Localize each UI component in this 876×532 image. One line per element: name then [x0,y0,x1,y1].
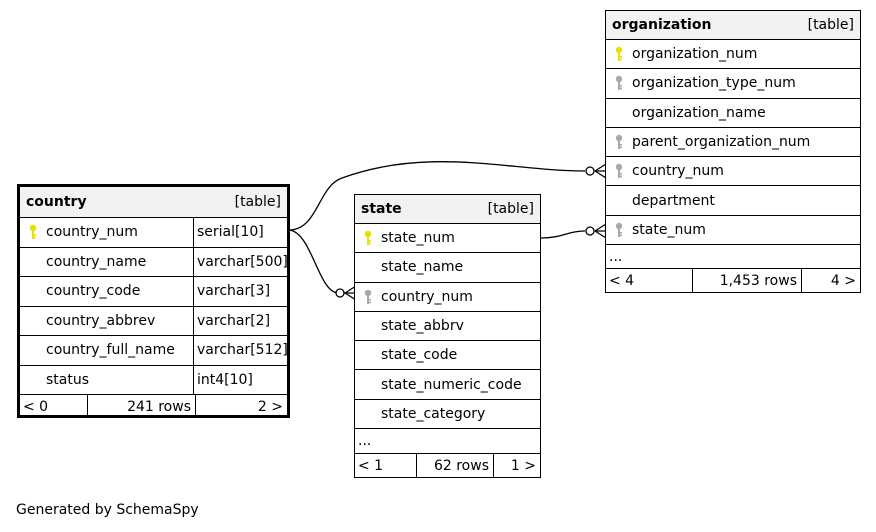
table-header: state [table] [355,195,540,224]
row-count: 241 rows [88,395,196,418]
more-columns[interactable]: ... [606,245,860,270]
row-count: 62 rows [417,454,494,478]
column-name[interactable]: country_abbrev [46,312,156,329]
link-country-organization-crowsfoot [594,163,607,179]
table-footer: < 1 62 rows 1 > [355,454,540,478]
column-name[interactable]: state_category [381,405,486,422]
column-name[interactable]: parent_organization_num [632,134,811,151]
column-type: varchar[512] [193,336,288,365]
column-name[interactable]: organization_num [632,46,758,63]
column-row[interactable]: status int4[10] [20,365,287,395]
column-row[interactable]: country_full_name varchar[512] [20,336,288,366]
column-type: int4[10] [193,365,287,394]
column-name[interactable]: state_code [381,347,458,364]
column-row[interactable]: parent_organization_num [606,128,860,158]
primary-key-icon [364,230,372,246]
column-name[interactable]: country_code [46,283,141,300]
parents-count[interactable]: < 4 [606,269,693,293]
column-name[interactable]: state_num [632,221,706,238]
foreign-key-icon [615,134,623,150]
more-columns[interactable]: ... [355,429,540,455]
column-row[interactable]: country_name varchar[500] [20,247,288,277]
parents-count[interactable]: < 0 [20,395,88,418]
children-count[interactable]: 4 > [830,272,856,289]
column-row[interactable]: state_num [606,216,860,246]
table-kind: [table] [487,201,534,217]
column-name[interactable]: state_abbrv [381,318,464,335]
column-type: varchar[500] [193,247,288,276]
column-row[interactable]: department [606,186,860,216]
children-count[interactable]: 1 > [510,457,536,474]
table-header: organization [table] [606,11,860,40]
primary-key-icon [29,225,37,240]
column-row[interactable]: state_numeric_code [355,370,540,400]
table-footer: < 4 1,453 rows 4 > [606,269,860,293]
column-name[interactable]: state_numeric_code [381,376,522,393]
foreign-key-icon [615,164,623,179]
table-name[interactable]: organization [612,17,712,33]
column-row[interactable]: country_num [355,283,540,312]
link-state-organization-crowsfoot [594,223,607,239]
column-row[interactable]: state_abbrv [355,312,540,342]
column-row[interactable]: organization_num [606,40,860,70]
table-kind: [table] [807,17,854,33]
column-name[interactable]: state_num [381,230,455,247]
link-country-state [288,229,346,294]
column-type: varchar[2] [193,306,287,335]
column-row[interactable]: state_num [355,224,540,254]
column-name[interactable]: organization_type_num [632,75,796,92]
column-name[interactable]: state_name [381,259,464,276]
foreign-key-icon [364,289,372,304]
column-row[interactable]: state_name [355,253,540,283]
column-row[interactable]: organization_type_num [606,69,860,99]
column-row[interactable]: country_num [606,157,860,187]
column-name[interactable]: country_num [632,163,724,180]
column-row[interactable]: state_code [355,341,540,371]
table-footer: < 0 241 rows 2 > [20,395,287,418]
column-type: serial[10] [193,218,287,247]
column-row[interactable]: country_num serial[10] [20,218,287,248]
link-country-organization [288,161,586,231]
primary-key-icon [615,46,623,62]
column-name[interactable]: status [46,371,90,388]
link-country-state-zero [335,288,345,298]
foreign-key-icon [615,76,623,91]
link-state-organization [540,230,586,239]
parents-count[interactable]: < 1 [355,454,417,478]
column-row[interactable]: organization_name [606,99,860,128]
generated-by-note: Generated by SchemaSpy [16,502,199,518]
column-name[interactable]: organization_name [632,104,766,121]
row-count: 1,453 rows [693,269,802,293]
table-header: country [table] [20,187,287,218]
table-name[interactable]: country [26,194,87,210]
column-row[interactable]: country_code varchar[3] [20,277,287,307]
link-state-organization-zero [585,226,595,236]
children-count[interactable]: 2 > [257,398,283,415]
column-row[interactable]: state_category [355,400,540,430]
column-type: varchar[3] [193,277,287,306]
column-name[interactable]: department [632,192,715,209]
column-row[interactable]: country_abbrev varchar[2] [20,306,287,336]
foreign-key-icon [615,222,623,237]
column-name[interactable]: country_name [46,253,147,270]
link-country-organization-zero [585,166,595,176]
column-name[interactable]: country_full_name [46,342,175,359]
column-name[interactable]: country_num [46,224,138,241]
column-name[interactable]: country_num [381,288,473,305]
table-kind: [table] [234,194,281,210]
table-name[interactable]: state [361,201,402,217]
